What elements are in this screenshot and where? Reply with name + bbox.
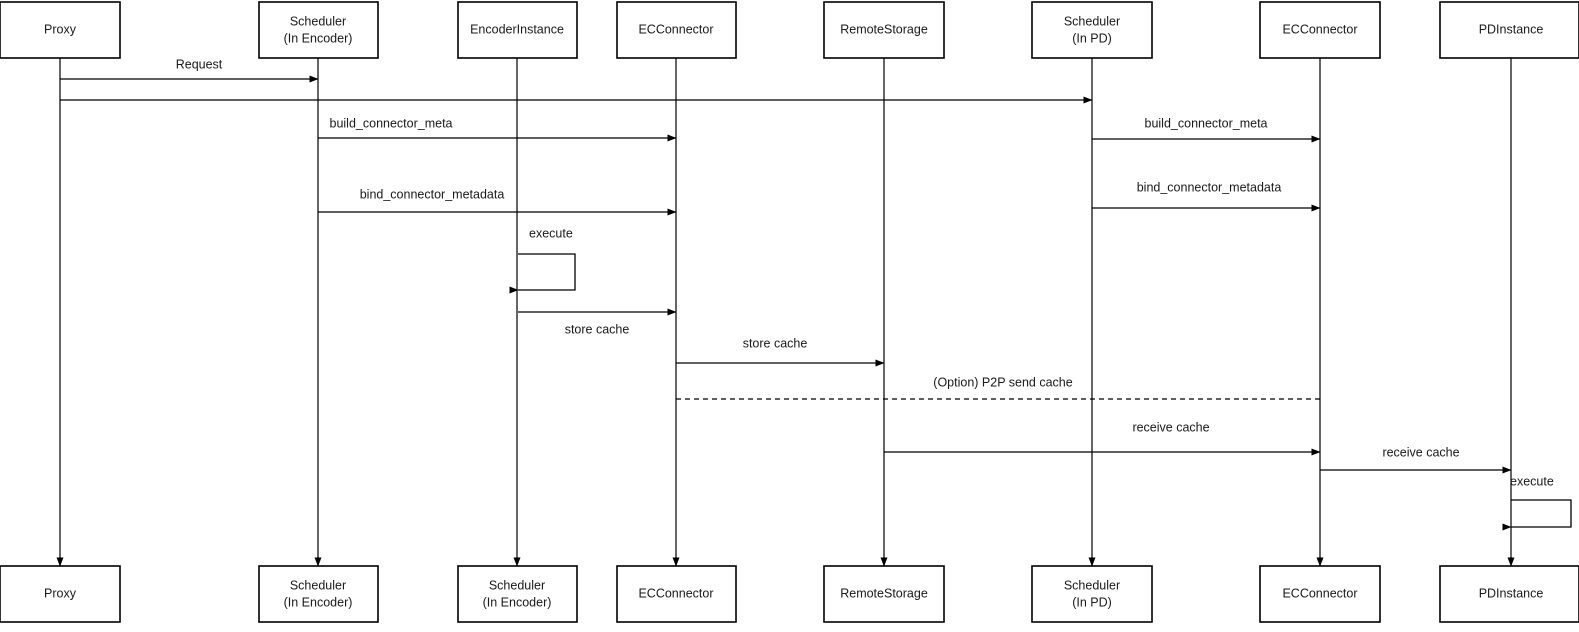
participant-bottom-proxy[interactable]: Proxy: [0, 565, 121, 623]
message-label-m10: receive cache: [1132, 420, 1209, 434]
self-message-path-s1[interactable]: [509, 253, 576, 294]
participant-top-box-pdinstance[interactable]: [1439, 1, 1579, 59]
participant-top-label-scheduler-encoder-line2: (In Encoder): [284, 31, 353, 45]
participant-top-box-remotestorage[interactable]: [823, 1, 945, 59]
participant-top-box-proxy[interactable]: [0, 1, 121, 59]
message-label-m9: (Option) P2P send cache: [933, 375, 1072, 389]
participant-top-ecconnector-right[interactable]: ECConnector: [1259, 1, 1381, 59]
participant-bottom-label-scheduler-encoder-line1: Scheduler: [290, 578, 346, 592]
self-message-label-s2: execute: [1510, 474, 1554, 488]
participant-bottom-label-remotestorage: RemoteStorage: [840, 586, 928, 600]
participant-bottom-box-proxy[interactable]: [0, 565, 121, 623]
message-m8[interactable]: store cache: [676, 336, 885, 367]
message-m9[interactable]: (Option) P2P send cache: [676, 375, 1320, 400]
participant-top-pdinstance[interactable]: PDInstance: [1439, 1, 1579, 59]
participant-top-proxy[interactable]: Proxy: [0, 1, 121, 59]
lifelines-layer: [56, 58, 1515, 567]
participant-bottom-scheduler-pd[interactable]: Scheduler (In PD): [1031, 565, 1153, 623]
participant-bottom-pdinstance[interactable]: PDInstance: [1439, 565, 1579, 623]
message-label-m3: build_connector_meta: [330, 116, 453, 130]
self-message-s1[interactable]: execute: [509, 226, 576, 294]
self-message-path-s2[interactable]: [1502, 499, 1572, 531]
participant-top-label-ecconnector-right: ECConnector: [1282, 22, 1357, 36]
participant-bottom-box-remotestorage[interactable]: [823, 565, 945, 623]
message-label-m5: bind_connector_metadata: [360, 187, 505, 201]
message-label-m4: build_connector_meta: [1145, 116, 1268, 130]
message-m11[interactable]: receive cache: [1320, 445, 1512, 474]
participant-bottom-label-ecconnector-left: ECConnector: [638, 586, 713, 600]
participant-bottom-ecconnector-right[interactable]: ECConnector: [1259, 565, 1381, 623]
participant-bottom-label-ecconnector-right: ECConnector: [1282, 586, 1357, 600]
participant-top-label-encoderinstance: EncoderInstance: [470, 22, 564, 36]
participant-top-box-scheduler-pd[interactable]: [1031, 1, 1153, 59]
self-message-s2[interactable]: execute: [1502, 474, 1572, 531]
participant-bottom-label-pdinstance: PDInstance: [1479, 586, 1544, 600]
participant-top-label-scheduler-encoder-line1: Scheduler: [290, 14, 346, 28]
participant-top-scheduler-encoder[interactable]: Scheduler (In Encoder): [258, 1, 379, 59]
messages-layer: Request build_connector_meta build_connect…: [60, 57, 1512, 474]
participant-top-label-remotestorage: RemoteStorage: [840, 22, 928, 36]
message-m3[interactable]: build_connector_meta: [318, 116, 677, 142]
participant-top-label-ecconnector-left: ECConnector: [638, 22, 713, 36]
message-label-m8: store cache: [743, 336, 808, 350]
message-m6[interactable]: bind_connector_metadata: [1092, 180, 1321, 212]
message-label-m11: receive cache: [1382, 445, 1459, 459]
participant-bottom-label-scheduler-encoder-line2: (In Encoder): [284, 595, 353, 609]
participant-top-encoderinstance[interactable]: EncoderInstance: [457, 1, 578, 59]
participant-top-label-pdinstance: PDInstance: [1479, 22, 1544, 36]
participant-bottom-label-scheduler-pd-line2: (In PD): [1072, 595, 1112, 609]
bottom-participant-boxes: Proxy Scheduler (In Encoder) Scheduler (In E…: [0, 565, 1579, 623]
participant-top-label-scheduler-pd-line1: Scheduler: [1064, 14, 1120, 28]
participant-top-label-proxy: Proxy: [44, 22, 77, 36]
participant-top-box-encoderinstance[interactable]: [457, 1, 578, 59]
message-m4[interactable]: build_connector_meta: [1092, 116, 1321, 143]
participant-bottom-remotestorage[interactable]: RemoteStorage: [823, 565, 945, 623]
participant-top-scheduler-pd[interactable]: Scheduler (In PD): [1031, 1, 1153, 59]
message-label-m7: store cache: [565, 322, 630, 336]
participant-bottom-box-ecconnector-right[interactable]: [1259, 565, 1381, 623]
message-label-m1: Request: [176, 57, 223, 71]
self-message-label-s1: execute: [529, 226, 573, 240]
top-participant-boxes: Proxy Scheduler (In Encoder) EncoderInstanc…: [0, 1, 1579, 59]
participant-top-label-scheduler-pd-line2: (In PD): [1072, 31, 1112, 45]
participant-top-remotestorage[interactable]: RemoteStorage: [823, 1, 945, 59]
participant-bottom-box-scheduler-pd[interactable]: [1031, 565, 1153, 623]
message-label-m6: bind_connector_metadata: [1137, 180, 1282, 194]
participant-top-box-scheduler-encoder[interactable]: [258, 1, 379, 59]
participant-top-box-ecconnector-right[interactable]: [1259, 1, 1381, 59]
participant-bottom-ecconnector-left[interactable]: ECConnector: [616, 565, 737, 623]
participant-bottom-label-scheduler-encoder-2-line2: (In Encoder): [483, 595, 552, 609]
message-m10[interactable]: receive cache: [884, 420, 1321, 456]
participant-bottom-label-scheduler-pd-line1: Scheduler: [1064, 578, 1120, 592]
participant-bottom-box-scheduler-encoder[interactable]: [258, 565, 379, 623]
self-messages-layer: execute execute: [509, 226, 1572, 531]
participant-top-ecconnector-left[interactable]: ECConnector: [616, 1, 737, 59]
participant-top-box-ecconnector-left[interactable]: [616, 1, 737, 59]
participant-bottom-box-ecconnector-left[interactable]: [616, 565, 737, 623]
message-m1[interactable]: Request: [60, 57, 319, 83]
message-m7[interactable]: store cache: [518, 308, 677, 336]
participant-bottom-box-scheduler-encoder-2[interactable]: [457, 565, 578, 623]
participant-bottom-scheduler-encoder[interactable]: Scheduler (In Encoder): [258, 565, 379, 623]
participant-bottom-scheduler-encoder-2[interactable]: Scheduler (In Encoder): [457, 565, 578, 623]
participant-bottom-box-pdinstance[interactable]: [1439, 565, 1579, 623]
participant-bottom-label-proxy: Proxy: [44, 586, 77, 600]
message-m5[interactable]: bind_connector_metadata: [318, 187, 677, 216]
participant-bottom-label-scheduler-encoder-2-line1: Scheduler: [489, 578, 545, 592]
